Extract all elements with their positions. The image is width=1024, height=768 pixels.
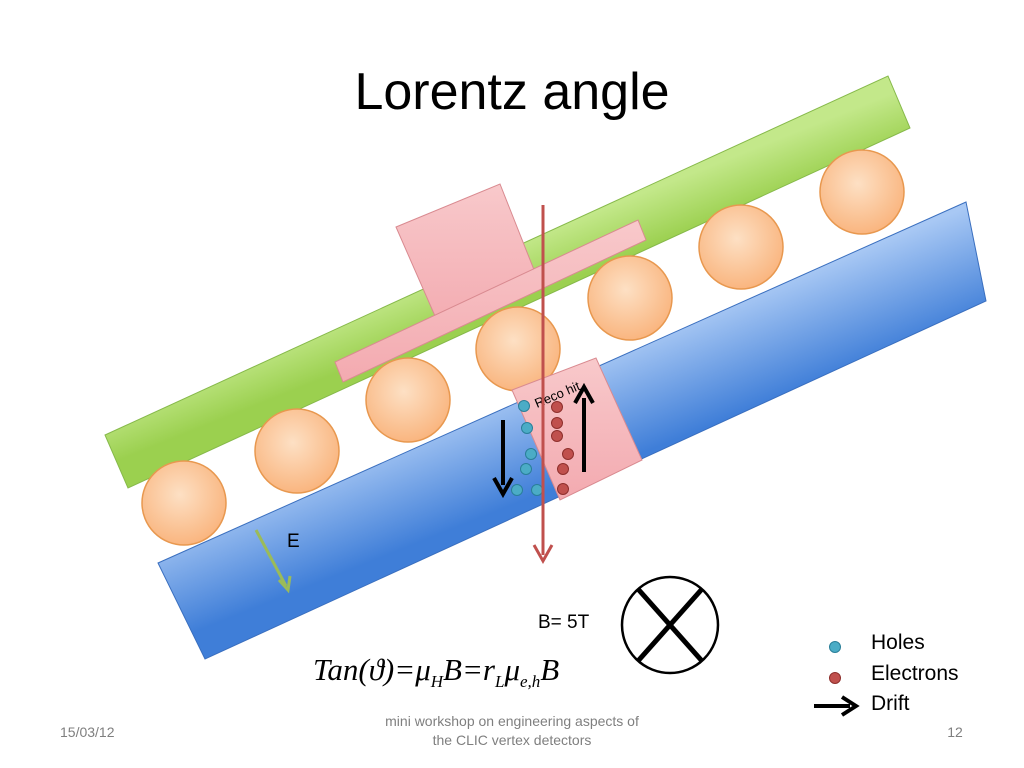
footer-date: 15/03/12: [60, 724, 115, 740]
formula-b: B: [540, 652, 560, 687]
drift-arrow-up: [573, 382, 595, 472]
legend-electrons-label: Electrons: [871, 662, 959, 685]
electron-charge: [551, 417, 563, 429]
e-field-label: E: [287, 531, 300, 552]
holes-group: [511, 400, 543, 496]
bump-bond: [141, 460, 227, 546]
formula-sub-eh: e,h: [520, 672, 541, 692]
bump-bond: [254, 408, 340, 494]
hole-charge: [525, 448, 537, 460]
legend-drift-arrow: [814, 695, 860, 717]
footer-subtitle-line: the CLIC vertex detectors: [432, 732, 592, 748]
bump-bond: [587, 255, 673, 341]
electrons-group: [551, 401, 574, 495]
footer-subtitle: mini workshop on engineering aspects of …: [362, 712, 662, 750]
electron-charge: [551, 401, 563, 413]
formula-b: B: [443, 652, 462, 687]
bump-bonds: [141, 149, 905, 546]
legend-holes-label: Holes: [871, 631, 925, 654]
footer-subtitle-line: mini workshop on engineering aspects of: [385, 713, 639, 729]
page-number: 12: [947, 724, 963, 740]
hole-charge: [511, 484, 523, 496]
legend-holes-marker: [829, 641, 841, 653]
track-line: [532, 205, 554, 565]
formula-sub-h: H: [430, 672, 444, 692]
hole-charge: [531, 484, 543, 496]
hole-charge: [521, 422, 533, 434]
formula-mu: μ: [415, 652, 431, 687]
metal-strip: [334, 219, 647, 383]
formula-r: r: [482, 652, 495, 687]
bump-bond: [365, 357, 451, 443]
formula-sub-l: L: [494, 672, 505, 692]
electron-charge: [557, 463, 569, 475]
bump-bond: [819, 149, 905, 235]
electron-charge: [562, 448, 574, 460]
electron-charge: [557, 483, 569, 495]
hole-charge: [520, 463, 532, 475]
formula-equals: =: [394, 652, 416, 687]
electron-charge: [551, 430, 563, 442]
drift-arrow-down: [492, 420, 514, 499]
bump-bond: [698, 204, 784, 290]
e-field-arrow: [254, 529, 292, 594]
hole-charge: [518, 400, 530, 412]
b-field-into-page-icon: [620, 575, 720, 675]
lorentz-formula: Tan(ϑ)=μHB=rLμe,hB: [313, 652, 559, 692]
b-field-label: B= 5T: [538, 612, 590, 633]
legend-drift-label: Drift: [871, 692, 910, 715]
slide-title: Lorentz angle: [354, 63, 670, 121]
legend-electrons-marker: [829, 672, 841, 684]
formula-equals: =: [461, 652, 483, 687]
formula-mu: μ: [504, 652, 520, 687]
formula-lhs: Tan(ϑ): [313, 652, 395, 687]
